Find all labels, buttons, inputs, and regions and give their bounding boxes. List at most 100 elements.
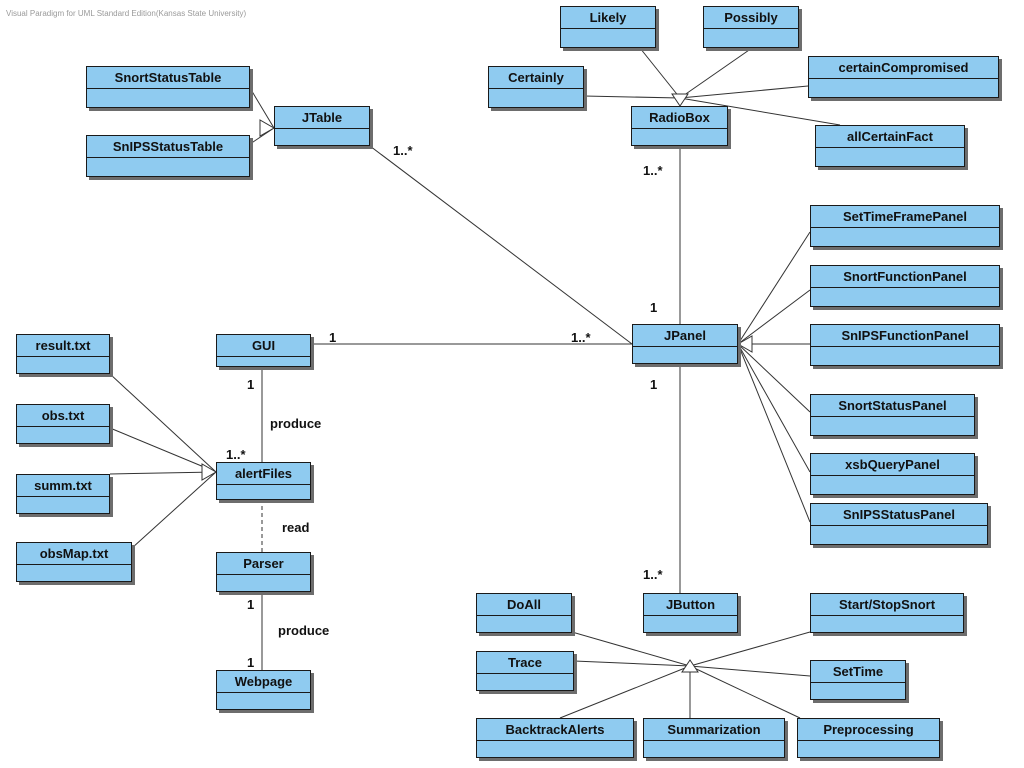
jpanel-left-multiplicity: 1..* — [571, 330, 591, 345]
class-name: Summarization — [644, 719, 784, 741]
radiobox-multiplicity: 1..* — [643, 163, 663, 178]
alertfiles-multiplicity: 1..* — [226, 447, 246, 462]
certaincompromised-radiobox-line — [679, 85, 809, 99]
class-name: SnortStatusPanel — [811, 395, 974, 417]
class-name: DoAll — [477, 594, 571, 616]
class-possibly[interactable]: Possibly — [703, 6, 799, 48]
settimeframepanel-jpanel-line — [737, 231, 811, 345]
summtxt-alertfiles-line — [109, 471, 217, 475]
class-trace[interactable]: Trace — [476, 651, 574, 691]
class-name: JTable — [275, 107, 369, 129]
snortstatustable-jtable-line — [249, 87, 275, 129]
radiobox-generalization-triangle-icon — [671, 93, 689, 107]
class-alert-files[interactable]: alertFiles — [216, 462, 311, 500]
class-webpage[interactable]: Webpage — [216, 670, 311, 710]
class-name: SnortFunctionPanel — [811, 266, 999, 288]
class-name: alertFiles — [217, 463, 310, 485]
class-set-time[interactable]: SetTime — [810, 660, 906, 700]
class-jbutton[interactable]: JButton — [643, 593, 738, 633]
class-all-certain-fact[interactable]: allCertainFact — [815, 125, 965, 167]
class-summarization[interactable]: Summarization — [643, 718, 785, 758]
allcertainfact-radiobox-line — [679, 97, 841, 126]
class-name: Webpage — [217, 671, 310, 693]
class-name: summ.txt — [17, 475, 109, 497]
webpage-multiplicity: 1 — [247, 655, 255, 670]
trace-jbutton-line — [573, 660, 691, 667]
watermark-text: Visual Paradigm for UML Standard Edition… — [6, 9, 247, 18]
class-name: SnIPSStatusPanel — [811, 504, 987, 526]
class-name: result.txt — [17, 335, 109, 357]
class-preprocessing[interactable]: Preprocessing — [797, 718, 940, 758]
class-snips-function-panel[interactable]: SnIPSFunctionPanel — [810, 324, 1000, 366]
read-label: read — [282, 520, 310, 535]
produce-label-parser-webpage: produce — [278, 623, 330, 638]
class-gui[interactable]: GUI — [216, 334, 311, 367]
likely-radiobox-line — [639, 47, 681, 99]
class-name: obsMap.txt — [17, 543, 131, 565]
class-snort-status-table[interactable]: SnortStatusTable — [86, 66, 250, 108]
class-snort-function-panel[interactable]: SnortFunctionPanel — [810, 265, 1000, 307]
class-backtrack-alerts[interactable]: BacktrackAlerts — [476, 718, 634, 758]
class-name: Parser — [217, 553, 310, 575]
jbutton-generalization-triangle-icon — [681, 659, 699, 673]
class-name: Possibly — [704, 7, 798, 29]
obstxt-alertfiles-line — [109, 427, 217, 473]
class-obs-txt[interactable]: obs.txt — [16, 404, 110, 444]
class-result-txt[interactable]: result.txt — [16, 334, 110, 374]
class-do-all[interactable]: DoAll — [476, 593, 572, 633]
gui-right-multiplicity: 1 — [329, 330, 337, 345]
class-snips-status-table[interactable]: SnIPSStatusTable — [86, 135, 250, 177]
class-name: RadioBox — [632, 107, 727, 129]
class-name: certainCompromised — [809, 57, 998, 79]
preprocessing-jbutton-line — [689, 665, 801, 719]
alertfiles-generalization-triangle-icon — [201, 463, 218, 481]
snipsstatuspanel-jpanel-line — [737, 343, 811, 523]
class-name: JPanel — [633, 325, 737, 347]
class-name: Start/StopSnort — [811, 594, 963, 616]
jpanel-bottom-multiplicity: 1 — [650, 377, 658, 392]
class-name: SnIPSStatusTable — [87, 136, 249, 158]
class-radiobox[interactable]: RadioBox — [631, 106, 728, 146]
gui-bottom-multiplicity: 1 — [247, 377, 255, 392]
class-name: Certainly — [489, 67, 583, 89]
class-snort-status-panel[interactable]: SnortStatusPanel — [810, 394, 975, 436]
class-name: allCertainFact — [816, 126, 964, 148]
snortstatuspanel-jpanel-line — [737, 343, 811, 413]
class-name: GUI — [217, 335, 310, 357]
jpanel-top-multiplicity: 1 — [650, 300, 658, 315]
jtable-generalization-triangle-icon — [259, 119, 276, 137]
class-parser[interactable]: Parser — [216, 552, 311, 592]
class-obsmap-txt[interactable]: obsMap.txt — [16, 542, 132, 582]
class-set-timeframe-panel[interactable]: SetTimeFramePanel — [810, 205, 1000, 247]
jbutton-multiplicity: 1..* — [643, 567, 663, 582]
class-likely[interactable]: Likely — [560, 6, 656, 48]
class-name: Likely — [561, 7, 655, 29]
startstopsnort-jbutton-line — [689, 631, 811, 667]
class-xsb-query-panel[interactable]: xsbQueryPanel — [810, 453, 975, 495]
produce-label-gui-alertfiles: produce — [270, 416, 322, 431]
obsmaptxt-alertfiles-line — [131, 471, 217, 549]
class-jtable[interactable]: JTable — [274, 106, 370, 146]
jpanel-generalization-triangle-icon — [736, 335, 753, 353]
certainly-radiobox-line — [583, 95, 681, 99]
class-name: Trace — [477, 652, 573, 674]
backtrackalerts-jbutton-line — [559, 665, 691, 719]
class-summ-txt[interactable]: summ.txt — [16, 474, 110, 514]
class-certain-compromised[interactable]: certainCompromised — [808, 56, 999, 98]
class-name: JButton — [644, 594, 737, 616]
class-snips-status-panel[interactable]: SnIPSStatusPanel — [810, 503, 988, 545]
possibly-radiobox-line — [679, 47, 753, 99]
class-name: obs.txt — [17, 405, 109, 427]
resulttxt-alertfiles-line — [109, 373, 217, 473]
class-name: SnIPSFunctionPanel — [811, 325, 999, 347]
class-name: SetTimeFramePanel — [811, 206, 999, 228]
xsbquerypanel-jpanel-line — [737, 343, 811, 473]
class-certainly[interactable]: Certainly — [488, 66, 584, 108]
jtable-jpanel-association — [369, 145, 633, 345]
class-start-stop-snort[interactable]: Start/StopSnort — [810, 593, 964, 633]
class-jpanel[interactable]: JPanel — [632, 324, 738, 364]
class-name: xsbQueryPanel — [811, 454, 974, 476]
settime-jbutton-line — [689, 665, 811, 677]
class-name: SetTime — [811, 661, 905, 683]
